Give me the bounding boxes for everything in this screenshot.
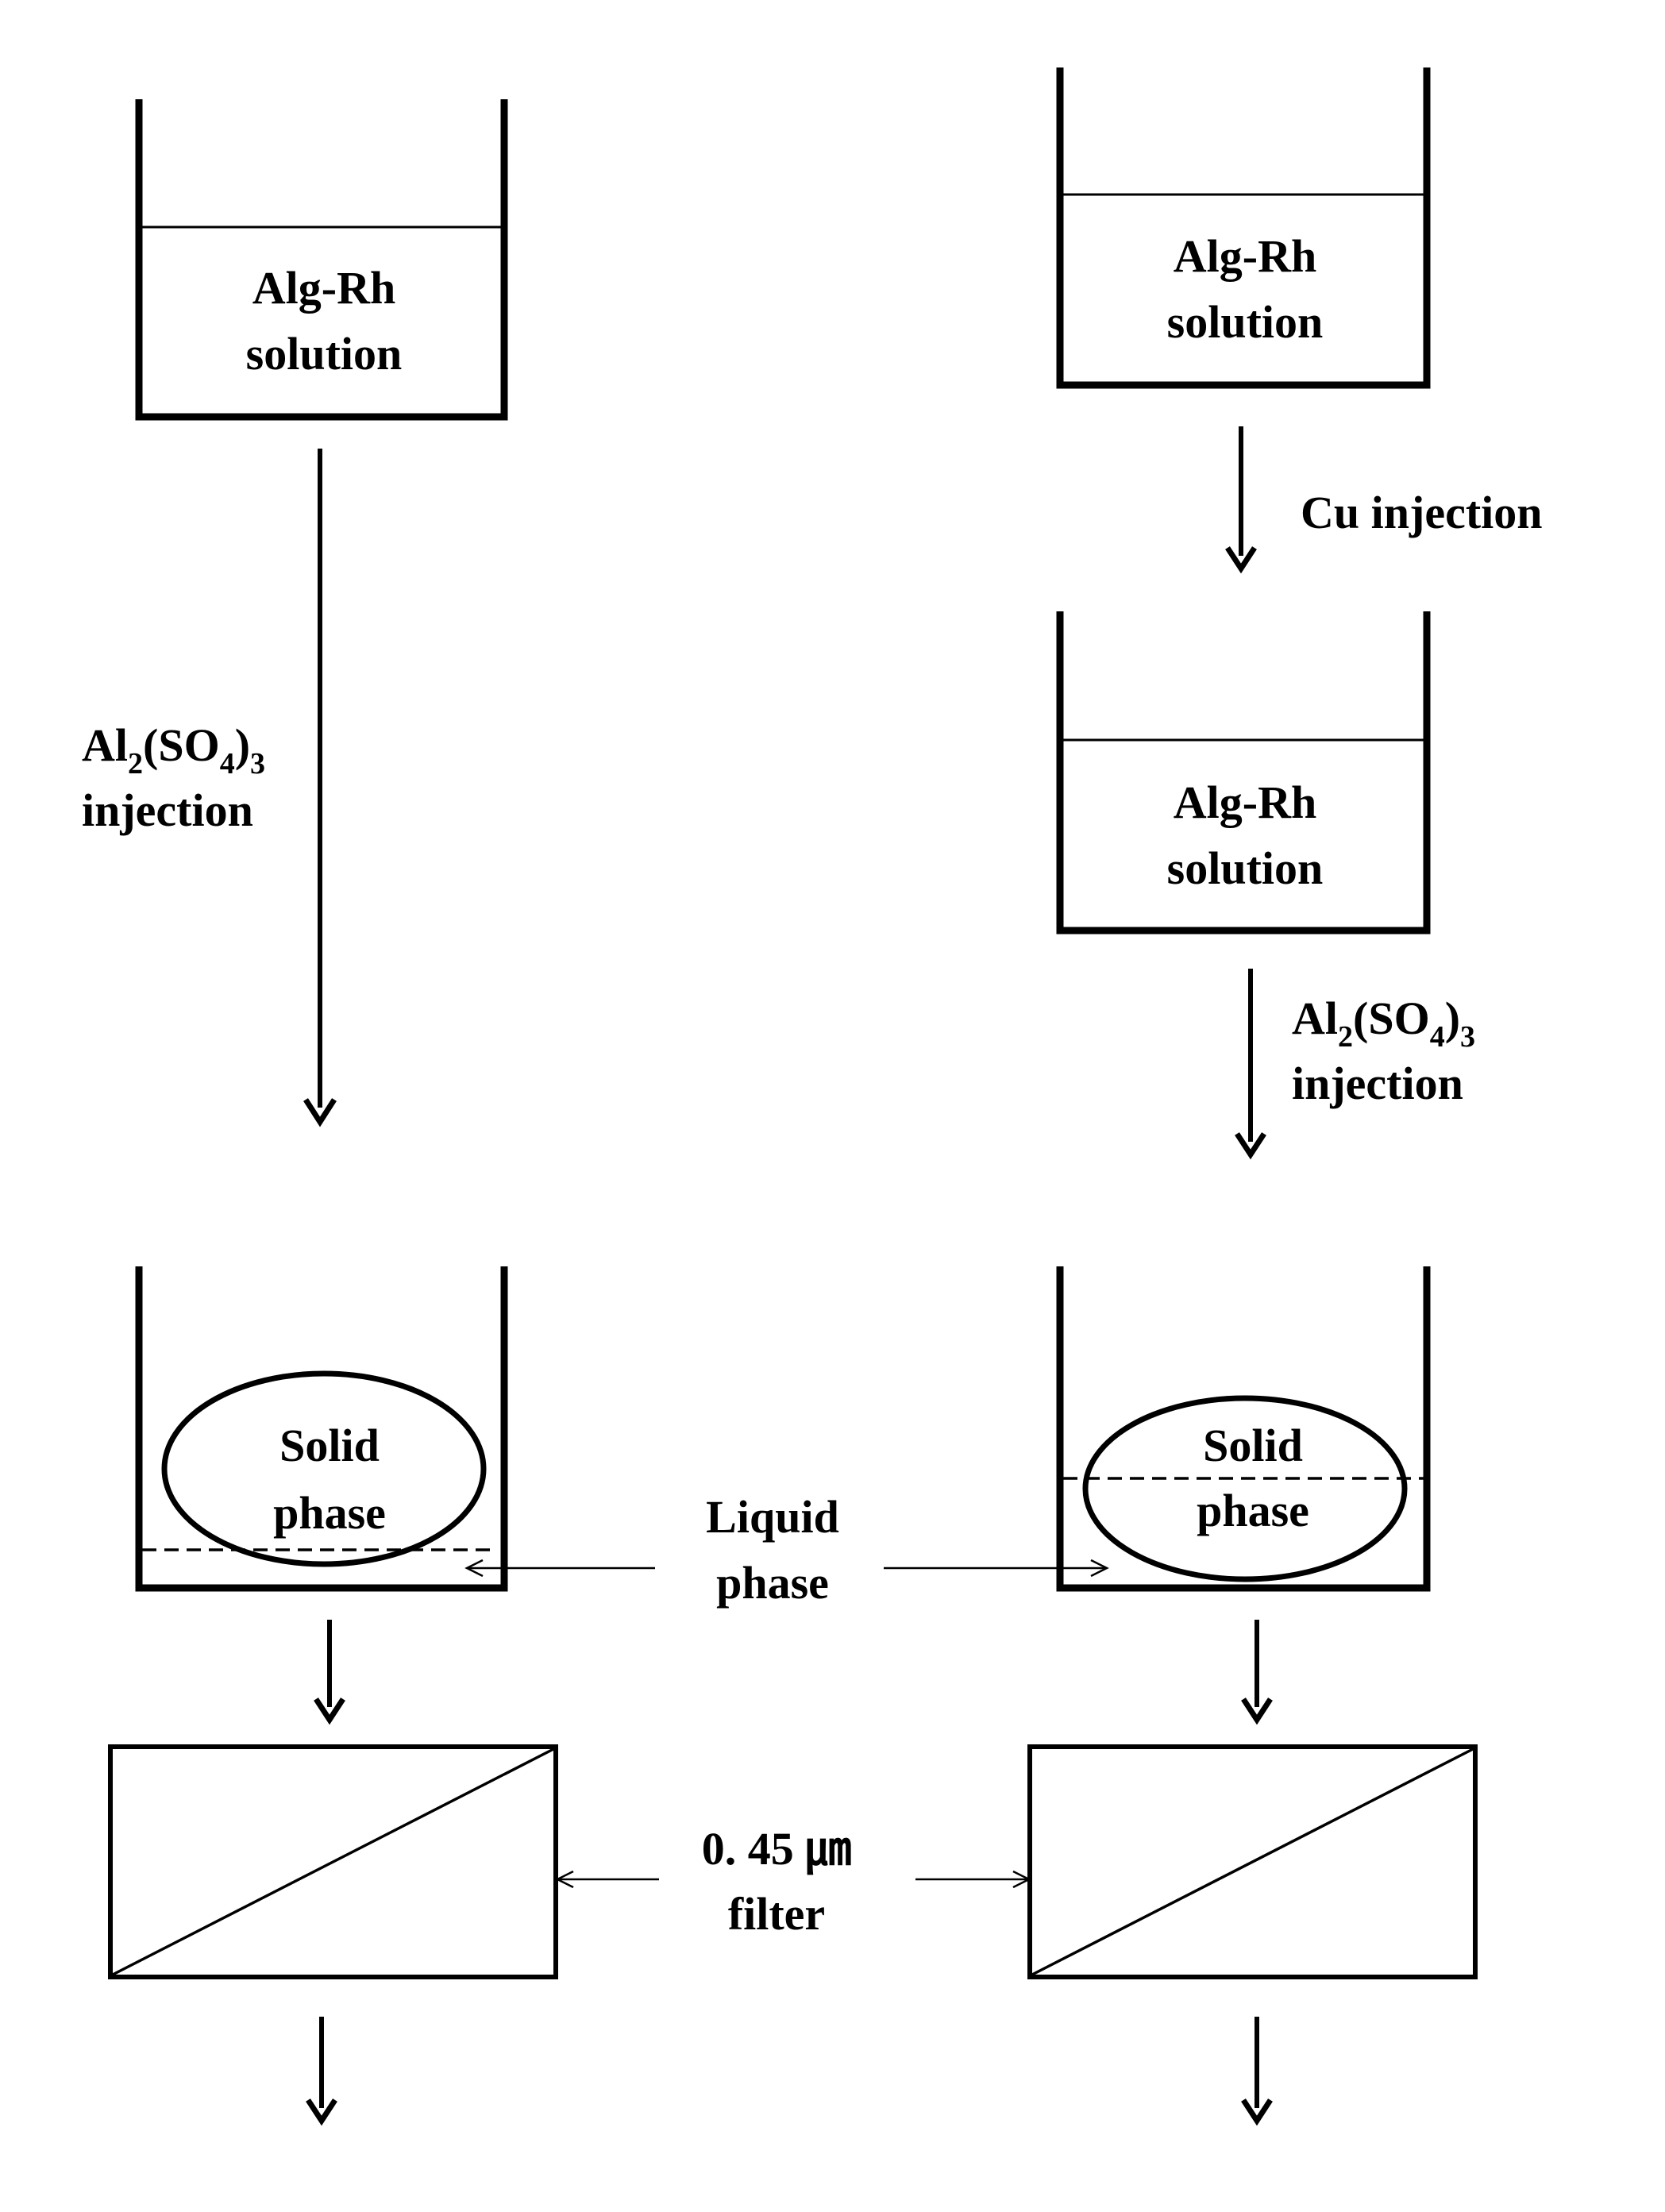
left-injection-arrow [303,449,337,1127]
right-cu-injection-label: Cu injection [1301,487,1543,538]
left-solid-phase-ellipse [161,1370,487,1567]
left-top-beaker [135,99,508,421]
left-filter-box [108,1744,558,1979]
right-filter-box [1027,1744,1478,1979]
right-cu-arrow [1225,426,1257,574]
left-injection-word: injection [82,784,253,836]
left-bottom-beaker [135,1266,508,1592]
liquid-phase-label-2: phase [716,1557,829,1609]
left-solid-label-2: phase [273,1487,386,1539]
left-arrow-to-filter [314,1620,345,1725]
filter-pointer-left [555,1870,659,1889]
right-al2so43-label: Al2(SO4)3 [1292,992,1475,1054]
right-top-beaker [1056,67,1431,389]
right-middle-beaker-label-2: solution [1167,842,1324,894]
right-arrow-to-filter [1241,1620,1273,1725]
filter-pointer-right [915,1870,1031,1889]
left-al2so43-label: Al2(SO4)3 [82,719,265,780]
right-top-beaker-label-2: solution [1167,296,1324,348]
right-middle-beaker-label-1: Alg-Rh [1174,777,1316,828]
left-solid-label-1: Solid [279,1420,380,1471]
liquid-phase-label-1: Liquid [706,1491,839,1543]
liquid-phase-pointer-left [464,1559,655,1578]
right-solid-phase-ellipse [1082,1395,1408,1582]
filter-label-2: filter [728,1888,825,1940]
right-solid-label-1: Solid [1203,1420,1303,1471]
right-injection-word: injection [1292,1058,1463,1109]
right-bottom-beaker [1056,1266,1431,1592]
right-top-beaker-label-1: Alg-Rh [1174,230,1316,282]
right-output-arrow [1241,2017,1273,2126]
filter-label-1: 0. 45 ㎛ [702,1823,852,1875]
left-top-beaker-label-2: solution [246,328,403,380]
liquid-phase-pointer-right [884,1559,1109,1578]
right-al2so43-arrow [1235,969,1266,1160]
left-top-beaker-label-1: Alg-Rh [252,262,395,314]
left-output-arrow [306,2017,337,2126]
right-middle-beaker [1056,611,1431,935]
right-solid-label-2: phase [1197,1485,1309,1536]
